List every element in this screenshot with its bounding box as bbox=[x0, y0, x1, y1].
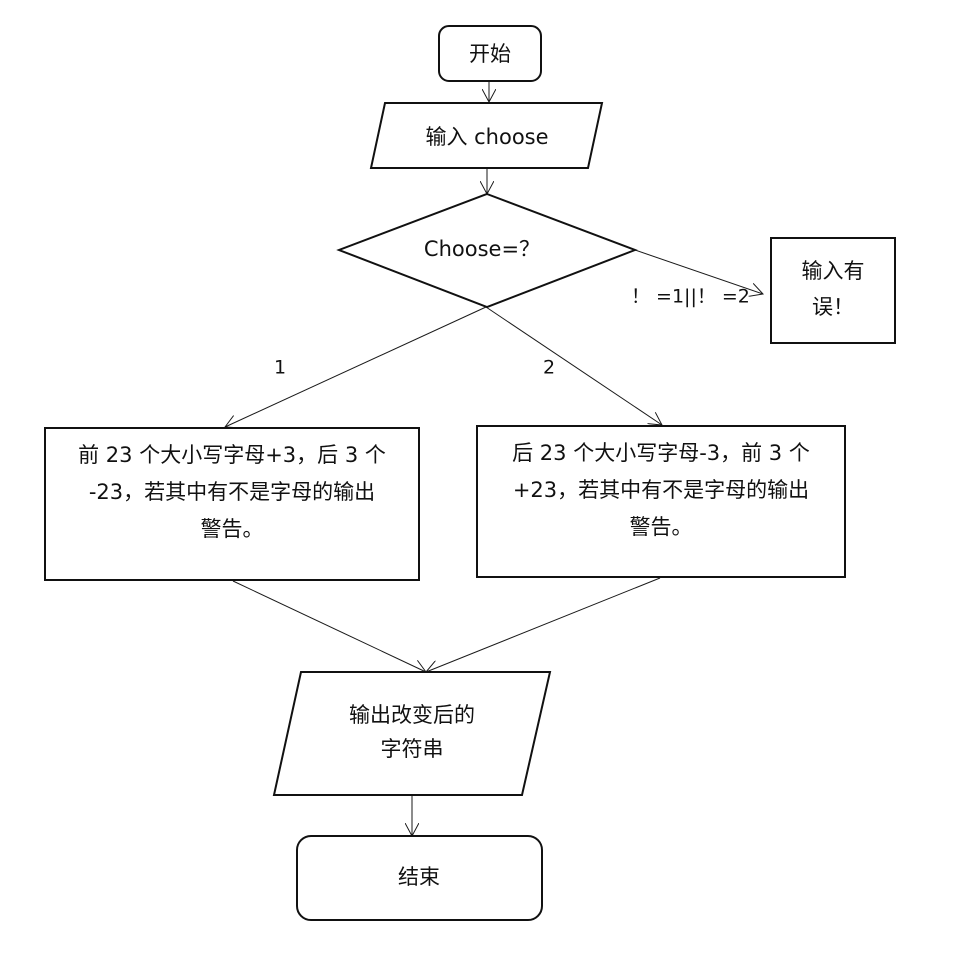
branch2-line-3: 警告。 bbox=[630, 515, 693, 539]
output-line-1: 输出改变后的 bbox=[349, 703, 475, 727]
branch1-line-2: -23，若其中有不是字母的输出 bbox=[89, 480, 375, 504]
edges bbox=[225, 80, 763, 836]
branch2-node: 后 23 个大小写字母-3，前 3 个 +23，若其中有不是字母的输出 警告。 bbox=[476, 425, 846, 578]
edge-label-error: ！ =1||！ =2 bbox=[631, 286, 750, 308]
edge-label-branch-2: 2 bbox=[543, 357, 555, 379]
output-node: 输出改变后的 字符串 bbox=[272, 671, 552, 796]
edge-decision-to-error bbox=[634, 249, 763, 294]
edge-branch2-to-output bbox=[426, 577, 661, 672]
error-label-line-1: 输入有 bbox=[802, 259, 865, 283]
input-node: 输入 choose bbox=[369, 102, 604, 169]
branch1-node: 前 23 个大小写字母+3，后 3 个 -23，若其中有不是字母的输出 警告。 bbox=[44, 427, 420, 581]
decision-label: Choose=？ bbox=[424, 237, 540, 261]
edge-decision-to-branch1 bbox=[225, 306, 487, 427]
error-label-line-2: 误！ bbox=[812, 295, 854, 319]
edge-decision-to-branch2 bbox=[485, 306, 662, 425]
start-node: 开始 bbox=[438, 25, 542, 82]
output-line-2: 字符串 bbox=[381, 737, 444, 761]
edge-branch1-to-output bbox=[232, 580, 426, 672]
decision-node: Choose=？ bbox=[336, 192, 638, 309]
branch2-line-2: +23，若其中有不是字母的输出 bbox=[513, 478, 809, 502]
branch2-line-1: 后 23 个大小写字母-3，前 3 个 bbox=[512, 441, 810, 465]
error-node: 输入有 误！ bbox=[770, 237, 896, 344]
end-node: 结束 bbox=[296, 835, 543, 921]
branch1-line-3: 警告。 bbox=[201, 517, 264, 541]
end-label: 结束 bbox=[398, 865, 440, 889]
branch1-line-1: 前 23 个大小写字母+3，后 3 个 bbox=[78, 443, 386, 467]
edge-label-branch-1: 1 bbox=[274, 357, 286, 379]
input-label: 输入 choose bbox=[425, 125, 548, 149]
start-label: 开始 bbox=[469, 42, 511, 66]
